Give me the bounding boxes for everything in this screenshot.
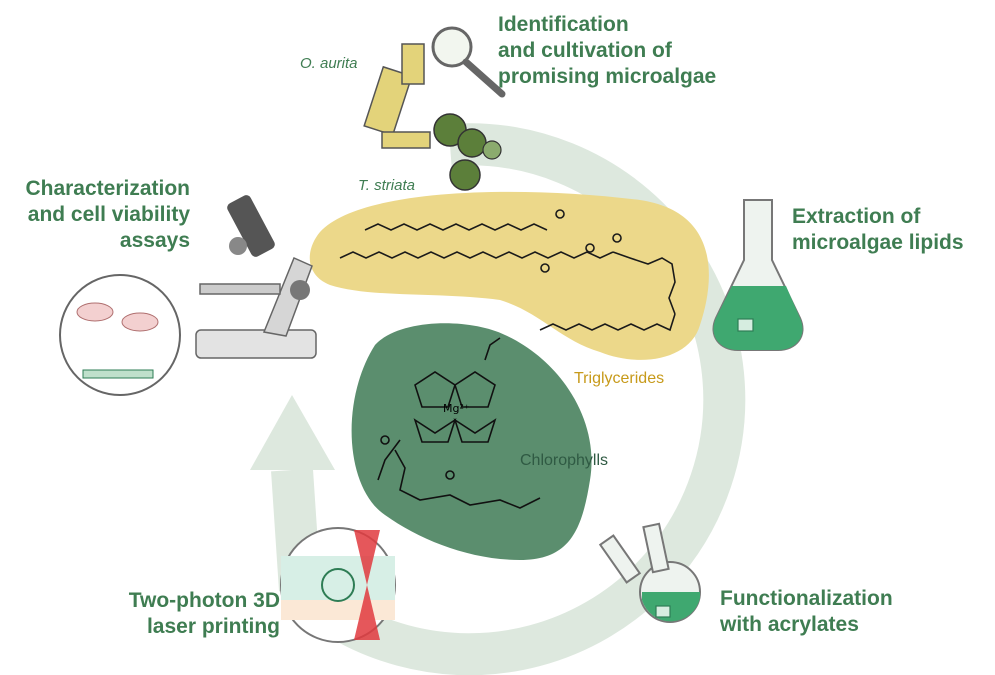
cycle-arrowhead xyxy=(250,395,335,470)
label-extraction: Extraction of microalgae lipids xyxy=(792,205,964,254)
label-mg-ion: Mg²⁺ xyxy=(443,402,470,415)
label-functionalization: Functionalization with acrylates xyxy=(720,587,893,636)
label-printing: Two-photon 3D laser printing xyxy=(128,589,280,638)
magnifier-icon xyxy=(431,26,506,98)
cell-culture-bubble-icon xyxy=(59,274,181,396)
diatom-icon xyxy=(363,43,431,149)
microscope-icon xyxy=(195,195,317,359)
label-chlorophylls: Chlorophylls xyxy=(520,452,609,469)
label-triglycerides: Triglycerides xyxy=(574,370,665,387)
two-neck-flask-icon xyxy=(598,522,701,623)
triglyceride-structure xyxy=(339,209,676,332)
erlenmeyer-flask-icon xyxy=(712,199,804,351)
chlorophyll-structure xyxy=(377,337,541,509)
species-t-striata: T. striata xyxy=(358,177,415,194)
algae-cell-icon xyxy=(433,113,502,191)
triglyceride-blob xyxy=(309,191,709,360)
species-o-aurita: O. aurita xyxy=(300,55,358,72)
label-identification: Identification and cultivation of promis… xyxy=(498,13,717,88)
label-characterization: Characterization and cell viability assa… xyxy=(25,177,190,252)
laser-focus-icon xyxy=(280,527,396,643)
